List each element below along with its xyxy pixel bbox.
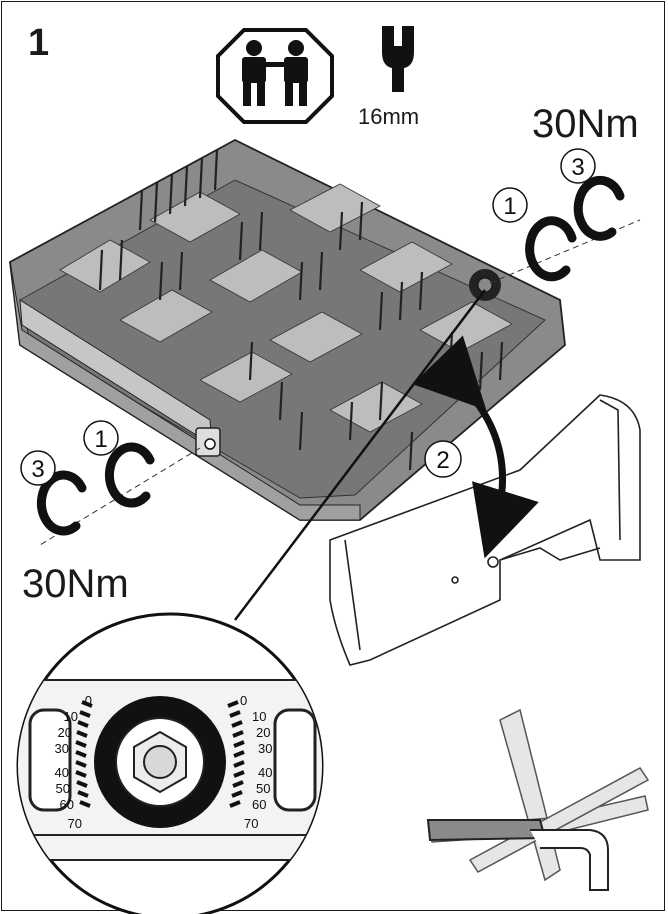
- scale-right-tick: 70: [244, 816, 258, 831]
- scale-left-tick: 50: [56, 781, 70, 796]
- tilt-range-diagram: [426, 708, 650, 891]
- torque-label-top: 30Nm: [532, 102, 639, 146]
- wrench-icon: [382, 26, 414, 92]
- pivot-right: [469, 269, 501, 301]
- scale-left-tick: 0: [85, 693, 92, 708]
- callout-3-bottom: 3: [31, 456, 44, 483]
- scale-left-tick: 60: [60, 797, 74, 812]
- detail-zoom: 0 10 20 30 40 50 60 70 0 10 20 30 40 50 …: [16, 612, 324, 914]
- scale-left-tick: 20: [58, 725, 72, 740]
- torque-label-bottom: 30Nm: [22, 562, 129, 606]
- scale-right-tick: 20: [256, 725, 270, 740]
- scale-left-tick: 10: [64, 709, 78, 724]
- step-number: 1: [28, 22, 50, 64]
- pivot-left: [195, 427, 221, 457]
- callout-2: 2: [436, 447, 449, 474]
- scale-right-tick: 40: [258, 765, 272, 780]
- two-person-lift-icon: [216, 28, 334, 124]
- scale-right-tick: 30: [258, 741, 272, 756]
- scale-right-tick: 50: [256, 781, 270, 796]
- wrench-size-label: 16mm: [358, 104, 420, 129]
- scale-left-tick: 30: [55, 741, 69, 756]
- callout-3-top: 3: [571, 154, 584, 181]
- rotation-arrow-icon: [36, 442, 155, 536]
- tilt-arrow-icon: [412, 335, 539, 559]
- callout-1-bottom: 1: [94, 426, 107, 453]
- callout-1-top: 1: [503, 193, 516, 220]
- scale-right-tick: 60: [252, 797, 266, 812]
- scale-right-tick: 10: [252, 709, 266, 724]
- scale-left-tick: 40: [55, 765, 69, 780]
- scale-right-tick: 0: [240, 693, 247, 708]
- scale-left-tick: 70: [68, 816, 82, 831]
- plant-tray: [9, 138, 566, 521]
- rotation-arrow-icon: [525, 175, 625, 282]
